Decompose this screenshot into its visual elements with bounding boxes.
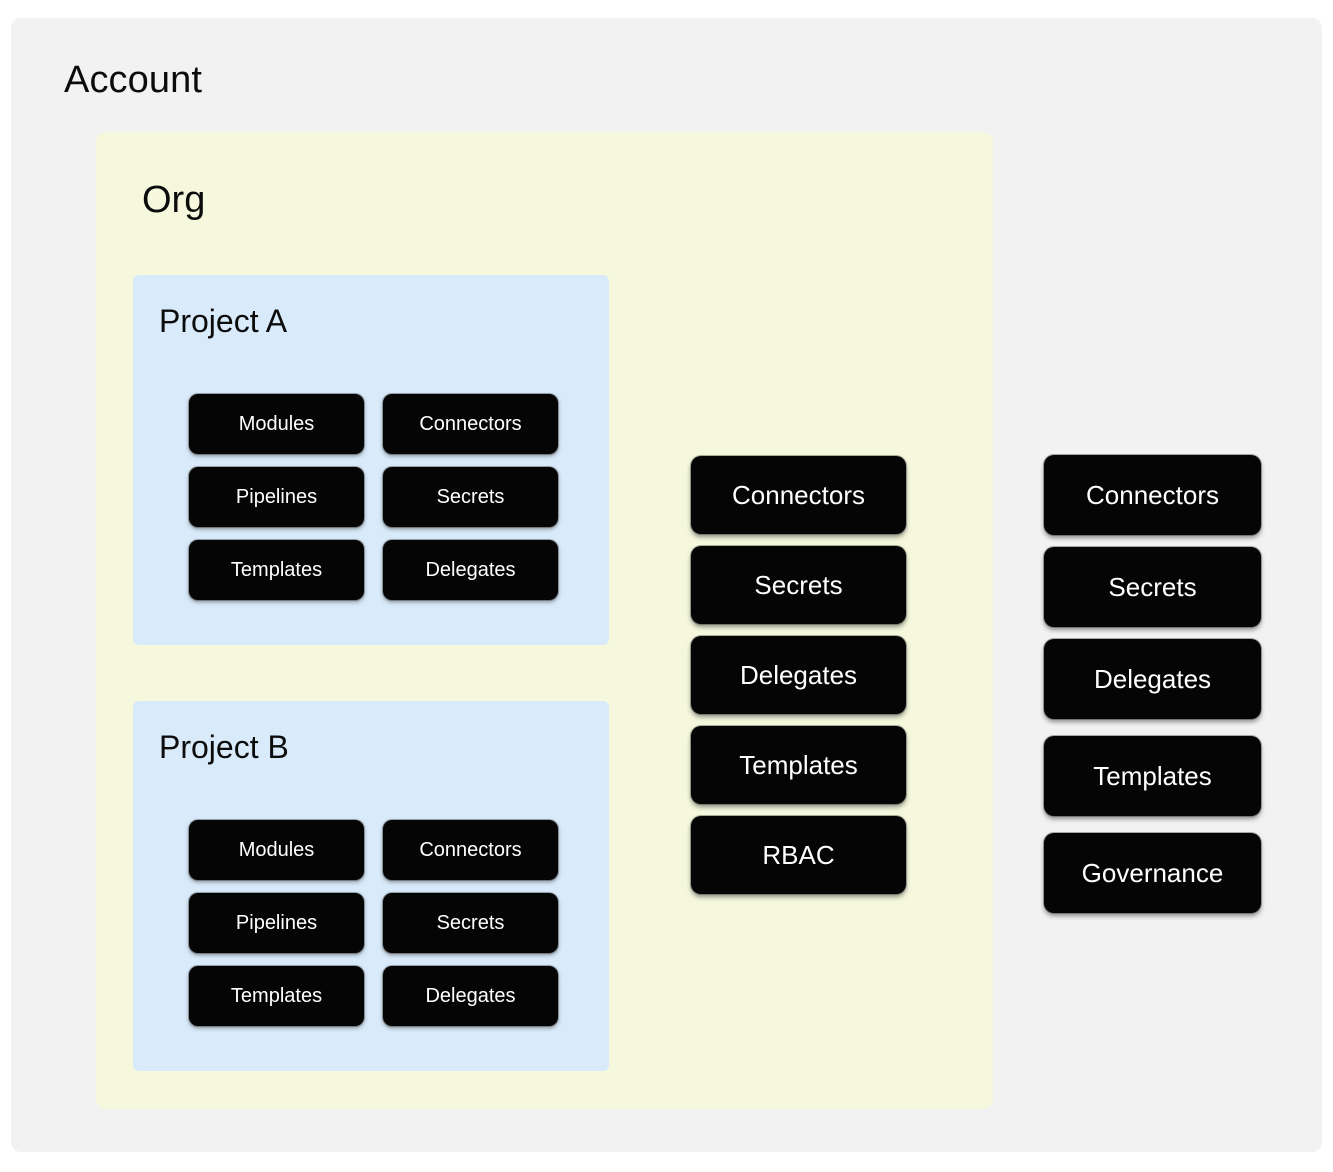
account-resource-secrets[interactable]: Secrets [1044, 547, 1261, 627]
account-title: Account [64, 59, 203, 101]
org-resource-connectors[interactable]: Connectors [691, 456, 906, 534]
project-b-resource-grid: Modules Connectors Pipelines Secrets Tem… [189, 820, 558, 1026]
project-b-resource-pipelines[interactable]: Pipelines [189, 893, 364, 953]
org-resource-delegates[interactable]: Delegates [691, 636, 906, 714]
project-b-resource-connectors[interactable]: Connectors [383, 820, 558, 880]
project-a-resource-grid: Modules Connectors Pipelines Secrets Tem… [189, 394, 558, 600]
account-resource-templates[interactable]: Templates [1044, 736, 1261, 816]
account-resource-stack: Connectors Secrets Delegates Templates G… [1044, 455, 1261, 913]
org-resource-stack: Connectors Secrets Delegates Templates R… [691, 456, 906, 894]
account-resource-governance[interactable]: Governance [1044, 833, 1261, 913]
project-b-resource-modules[interactable]: Modules [189, 820, 364, 880]
project-b-panel: Project B Modules Connectors Pipelines S… [133, 701, 609, 1071]
project-b-resource-templates[interactable]: Templates [189, 966, 364, 1026]
account-resource-connectors[interactable]: Connectors [1044, 455, 1261, 535]
org-resource-secrets[interactable]: Secrets [691, 546, 906, 624]
project-a-panel: Project A Modules Connectors Pipelines S… [133, 275, 609, 645]
org-title: Org [142, 179, 206, 221]
account-scope-panel: Account Org Project A Modules Connectors… [11, 18, 1322, 1152]
project-a-resource-modules[interactable]: Modules [189, 394, 364, 454]
org-resource-templates[interactable]: Templates [691, 726, 906, 804]
project-b-title: Project B [159, 729, 289, 765]
org-resource-rbac[interactable]: RBAC [691, 816, 906, 894]
project-a-resource-delegates[interactable]: Delegates [383, 540, 558, 600]
project-a-resource-templates[interactable]: Templates [189, 540, 364, 600]
account-resource-delegates[interactable]: Delegates [1044, 639, 1261, 719]
project-a-resource-connectors[interactable]: Connectors [383, 394, 558, 454]
project-a-title: Project A [159, 303, 288, 339]
project-a-resource-secrets[interactable]: Secrets [383, 467, 558, 527]
project-b-resource-secrets[interactable]: Secrets [383, 893, 558, 953]
project-b-resource-delegates[interactable]: Delegates [383, 966, 558, 1026]
project-a-resource-pipelines[interactable]: Pipelines [189, 467, 364, 527]
